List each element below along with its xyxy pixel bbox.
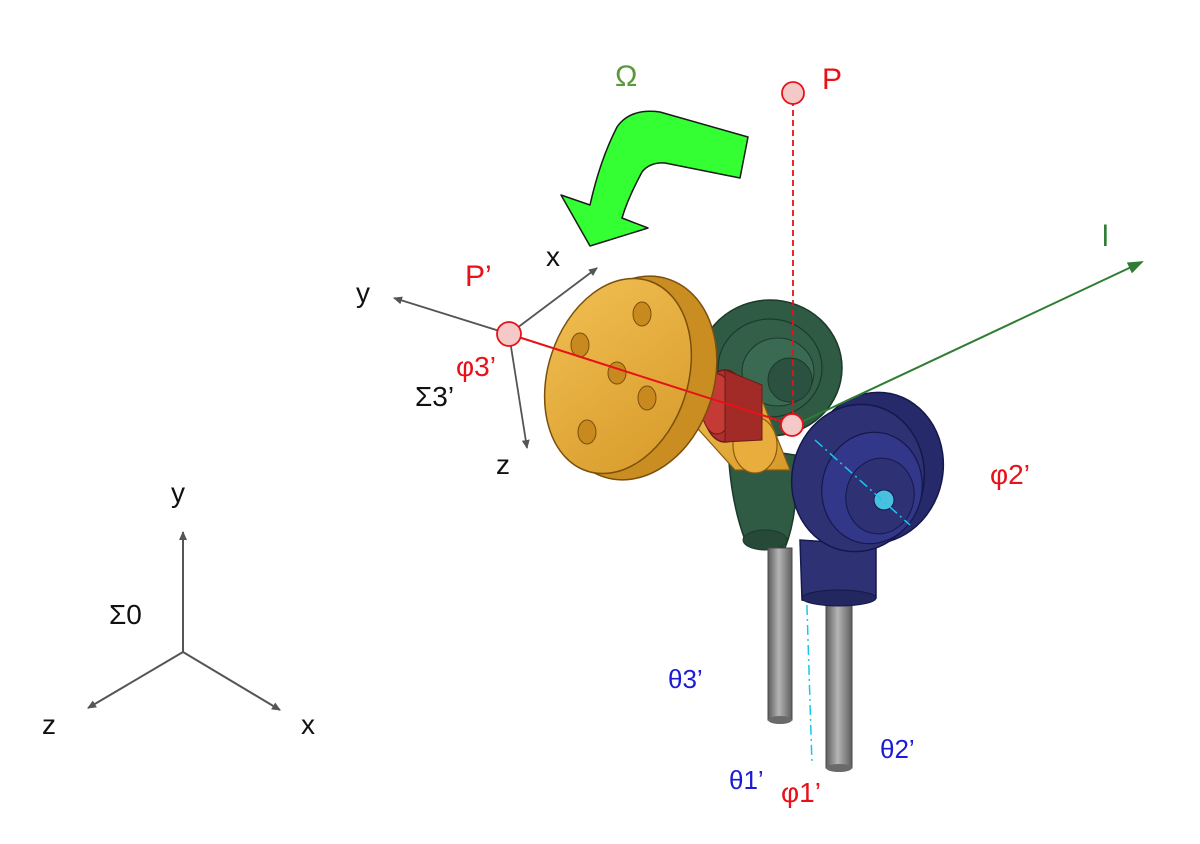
sigma3-frame [393, 267, 598, 449]
sigma3-y-axis [393, 296, 510, 335]
flange-hole-bottom [577, 419, 597, 445]
theta3-label: θ3’ [668, 664, 703, 694]
sigma3-z-axis [508, 333, 530, 449]
rod-right [825, 595, 853, 769]
phi3-label: φ3’ [456, 351, 496, 382]
phi2-label: φ2’ [990, 459, 1030, 490]
support-rods [767, 547, 853, 772]
sigma3-x-axis [508, 267, 598, 335]
theta1-label: θ1’ [729, 765, 764, 795]
sigma3-x-label: x [546, 241, 560, 272]
theta1-axis-line [804, 544, 813, 766]
sigma0-x-label: x [301, 709, 315, 740]
sigma0-z-axis [87, 651, 184, 709]
theta2-label: θ2’ [880, 734, 915, 764]
sigma0-z-label: z [42, 709, 56, 740]
flange-hole-top [632, 301, 652, 327]
flange-hole-right [637, 385, 657, 411]
sigma0-x-axis [182, 651, 281, 711]
blue-joint-body [790, 391, 945, 607]
sigma0-y-label: y [171, 477, 185, 508]
omega-label: Ω [615, 60, 637, 93]
centre-marker [780, 413, 804, 437]
phi1-label: φ1’ [781, 777, 821, 808]
rod-left [767, 547, 793, 721]
phi3-arm-line [508, 333, 794, 426]
P-label: P [822, 63, 842, 96]
sigma0-frame [87, 531, 281, 711]
sigma3-z-label: z [496, 449, 510, 480]
l-label: l [1102, 220, 1109, 253]
flange-hole-center [607, 361, 627, 385]
sigma0-label: Σ0 [109, 599, 142, 630]
flange-hole-left [570, 332, 590, 358]
sigma3-label: Σ3’ [415, 381, 454, 412]
P-marker [781, 81, 805, 105]
l-axis-arrow [794, 261, 1144, 426]
P-prime-marker [496, 321, 522, 347]
yellow-flange [543, 275, 718, 481]
phi2-axis-line [814, 439, 911, 526]
sigma3-y-label: y [356, 277, 370, 308]
omega-rotation-arrow [560, 110, 749, 247]
P-prime-label: P’ [465, 260, 492, 293]
